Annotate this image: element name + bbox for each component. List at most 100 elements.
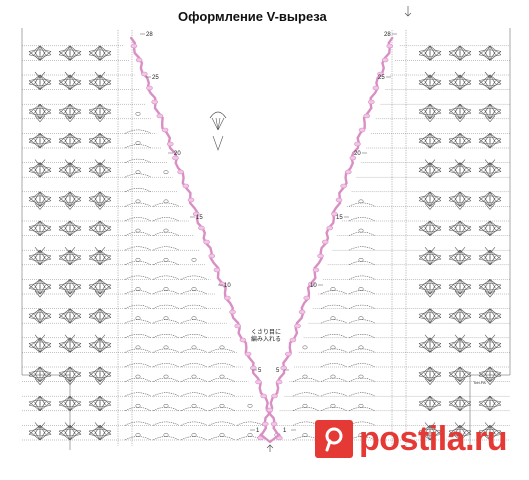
fan-stitch bbox=[34, 279, 41, 289]
row-label-right: 25 bbox=[378, 75, 385, 81]
fan-stitch bbox=[484, 104, 491, 114]
v-stitch bbox=[34, 203, 46, 210]
fan-stitch bbox=[39, 103, 52, 114]
chain-arch bbox=[348, 275, 376, 280]
picot bbox=[191, 374, 197, 379]
picot bbox=[163, 257, 169, 262]
chain-arch bbox=[180, 334, 208, 339]
picot bbox=[358, 228, 364, 233]
fan-arc bbox=[28, 83, 52, 86]
v-stitch bbox=[454, 71, 466, 79]
chain-arch bbox=[292, 377, 320, 382]
fan-stitch bbox=[478, 308, 491, 318]
fan-arc bbox=[58, 200, 82, 203]
v-stitch bbox=[484, 71, 496, 79]
fan-arc bbox=[478, 54, 502, 57]
chain-arch bbox=[292, 421, 320, 426]
fan-arc bbox=[418, 258, 442, 261]
fan-stitch bbox=[28, 337, 41, 348]
fabric-row bbox=[22, 71, 510, 86]
edging-picot-right bbox=[275, 379, 283, 385]
fan-stitch bbox=[94, 396, 101, 406]
fan-stitch bbox=[94, 279, 101, 289]
picot bbox=[302, 374, 308, 379]
v-stitch bbox=[454, 203, 466, 210]
picot bbox=[135, 141, 141, 145]
v-stitch bbox=[424, 71, 436, 79]
fan-stitch bbox=[64, 279, 71, 289]
fan-arc bbox=[418, 434, 442, 437]
v-stitch bbox=[424, 203, 436, 210]
edging-picot-left bbox=[270, 421, 278, 427]
chain-arch bbox=[152, 261, 180, 266]
fan-stitch bbox=[454, 279, 461, 289]
fan-arc bbox=[448, 346, 472, 349]
picot bbox=[302, 345, 308, 350]
chain-arch bbox=[124, 144, 152, 149]
fan-arc bbox=[418, 171, 442, 174]
chain-arch bbox=[348, 304, 376, 309]
fabric-row bbox=[22, 45, 510, 57]
chain-arch bbox=[236, 436, 264, 441]
picot bbox=[135, 374, 141, 379]
edging-picot-left bbox=[151, 99, 158, 105]
fan-arc bbox=[448, 375, 472, 378]
edging-picot-right bbox=[308, 281, 315, 287]
fan-stitch bbox=[39, 133, 46, 143]
fan-arc bbox=[478, 142, 502, 145]
picot bbox=[219, 433, 225, 437]
fan-stitch bbox=[489, 395, 502, 406]
chain-arch bbox=[320, 334, 348, 339]
pin-icon bbox=[325, 427, 343, 452]
fan-stitch bbox=[459, 425, 472, 435]
fan-arc bbox=[478, 229, 502, 232]
v-stitch bbox=[94, 115, 106, 123]
fan-stitch bbox=[69, 279, 82, 289]
chain-arch bbox=[348, 202, 376, 207]
fan-stitch bbox=[424, 279, 431, 289]
fan-arc bbox=[88, 171, 112, 174]
fan-stitch bbox=[489, 337, 502, 348]
left-edging-band bbox=[129, 36, 283, 440]
fan-stitch bbox=[39, 162, 52, 172]
fan-stitch bbox=[459, 366, 466, 377]
v-stitch bbox=[94, 71, 106, 79]
fabric-row bbox=[22, 217, 510, 232]
chain-arch bbox=[152, 246, 180, 251]
picot bbox=[135, 111, 141, 116]
fan-arc bbox=[58, 54, 82, 57]
fan-stitch bbox=[429, 191, 442, 202]
edging-picot-right bbox=[303, 295, 311, 301]
row-label-left: 20 bbox=[174, 151, 181, 157]
chain-arch bbox=[124, 246, 152, 251]
edging-picot-left bbox=[141, 71, 148, 77]
picot bbox=[135, 433, 141, 437]
chain-arch bbox=[124, 319, 152, 324]
picot bbox=[135, 228, 141, 233]
fan-stitch bbox=[459, 279, 472, 289]
fan-stitch bbox=[429, 366, 436, 377]
chain-arch bbox=[348, 407, 376, 412]
fan-arc bbox=[88, 404, 112, 407]
row-label-left: 1 bbox=[256, 428, 260, 434]
fan-stitch bbox=[88, 279, 101, 289]
fan-stitch bbox=[39, 191, 52, 202]
edging-picot-right bbox=[335, 197, 343, 203]
fan-arc bbox=[478, 288, 502, 291]
v-stitch bbox=[424, 334, 436, 342]
fan-stitch bbox=[39, 249, 52, 260]
fan-stitch bbox=[484, 279, 491, 289]
fan-stitch bbox=[459, 133, 466, 143]
fan-arc bbox=[418, 112, 442, 115]
fan-stitch bbox=[418, 425, 431, 435]
edging-picot-left bbox=[224, 295, 231, 301]
fan-stitch bbox=[429, 396, 436, 406]
fan-stitch bbox=[99, 191, 112, 202]
v-stitch bbox=[484, 334, 496, 342]
fan-arc bbox=[448, 142, 472, 145]
chain-arch bbox=[124, 158, 152, 163]
fan-stitch bbox=[478, 103, 491, 114]
fan-arc bbox=[448, 434, 472, 437]
fabric-row bbox=[22, 392, 510, 407]
